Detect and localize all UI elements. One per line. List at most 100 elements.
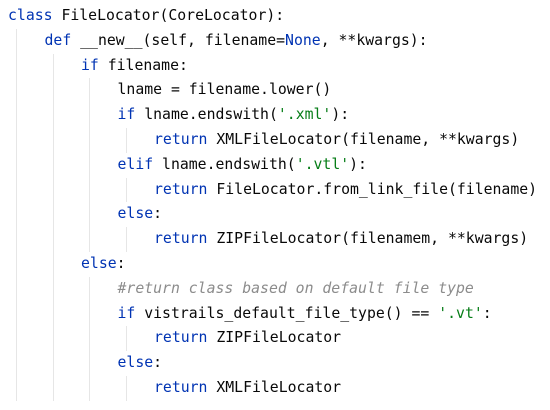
code-line[interactable]: def __new__(self, filename=None, **kwarg… — [0, 28, 550, 54]
indent-guide — [89, 78, 90, 104]
code-line[interactable]: #return class based on default file type — [0, 276, 550, 302]
code-line[interactable]: elif lname.endswith('.vtl'): — [0, 152, 550, 178]
indent-guide — [89, 301, 90, 327]
indent-guide — [125, 375, 127, 401]
code-line[interactable]: lname = filename.lower() — [0, 78, 550, 104]
indent-guide — [16, 326, 17, 352]
code-token: ZIPFileLocator(filenamem, **kwargs) — [207, 230, 529, 248]
code-token: : — [116, 254, 126, 272]
code-line[interactable]: if lname.endswith('.xml'): — [0, 103, 550, 128]
indent-guide — [89, 127, 90, 153]
code-line[interactable]: return ZIPFileLocator(filenamem, **kwarg… — [0, 227, 550, 252]
indent-guide — [16, 276, 17, 302]
code-token: lname.endswith( — [135, 106, 278, 124]
code-token: ): — [349, 155, 367, 173]
keyword-token: if — [81, 56, 99, 74]
indent-guide — [16, 127, 17, 153]
code-line[interactable]: if vistrails_default_file_type() == '.vt… — [0, 301, 550, 327]
comment-token: #return class based on default file type — [117, 279, 474, 297]
indent-guide — [52, 152, 54, 178]
indent-guide — [16, 103, 17, 128]
indent-guide — [89, 227, 90, 252]
indent-guide — [125, 127, 127, 153]
code-token: XMLFileLocator(filename, **kwargs) — [207, 130, 520, 148]
indent-guide — [52, 276, 54, 302]
code-token: lname.endswith( — [153, 155, 296, 173]
keyword-token: if — [117, 106, 136, 124]
indent-guide — [52, 351, 54, 376]
code-token: ZIPFileLocator — [207, 329, 342, 347]
code-token: vistrails_default_file_type() == — [135, 304, 439, 322]
code-line[interactable]: return FileLocator.from_link_file(filena… — [0, 177, 550, 203]
keyword-token: None — [285, 31, 321, 49]
keyword-token: else — [117, 205, 154, 223]
keyword-token: return — [154, 230, 208, 248]
keyword-token: return — [154, 378, 208, 396]
indent-guide — [89, 202, 90, 228]
indent-guide — [125, 177, 127, 203]
code-line[interactable]: else: — [0, 251, 550, 277]
indent-guide — [89, 351, 90, 376]
indent-guide — [16, 202, 17, 228]
indent-guide — [52, 53, 54, 79]
keyword-token: else — [81, 254, 117, 272]
indent-guide — [52, 78, 54, 104]
string-token: '.vt' — [438, 304, 483, 322]
indent-guide — [16, 251, 17, 277]
indent-guide — [52, 127, 54, 153]
indent-guide — [16, 28, 17, 54]
indent-guide — [16, 301, 17, 327]
indent-guide — [16, 227, 17, 252]
keyword-token: class — [8, 7, 53, 24]
indent-guide — [125, 227, 127, 252]
indent-guide — [125, 326, 127, 352]
code-token: , **kwargs): — [320, 31, 428, 49]
indent-guide — [89, 326, 90, 352]
keyword-token: return — [154, 180, 208, 198]
indent-guide — [16, 152, 17, 178]
code-line[interactable]: if filename: — [0, 53, 550, 79]
indent-guide — [89, 375, 90, 401]
code-token: ): — [331, 106, 350, 124]
indent-guide — [52, 375, 54, 401]
keyword-token: return — [154, 130, 208, 148]
indent-guide — [16, 177, 17, 203]
indent-guide — [52, 251, 54, 277]
code-line[interactable]: class FileLocator(CoreLocator): — [0, 4, 550, 29]
indent-guide — [52, 301, 54, 327]
code-token: XMLFileLocator — [207, 378, 342, 396]
indent-guide — [16, 375, 17, 401]
code-token: lname = filename.lower() — [117, 81, 332, 99]
indent-guide — [52, 177, 54, 203]
indent-guide — [89, 152, 90, 178]
code-line[interactable]: else: — [0, 351, 550, 376]
indent-guide — [16, 53, 17, 79]
keyword-token: else — [117, 354, 154, 372]
code-line[interactable]: return ZIPFileLocator — [0, 326, 550, 352]
code-token: : — [153, 354, 163, 372]
code-token: FileLocator(CoreLocator): — [52, 7, 285, 24]
code-line[interactable]: return XMLFileLocator(filename, **kwargs… — [0, 127, 550, 153]
code-token: : — [153, 205, 163, 223]
code-line[interactable]: return XMLFileLocator — [0, 375, 550, 401]
indent-guide — [89, 177, 90, 203]
code-token: : — [482, 304, 492, 322]
code-line[interactable]: else: — [0, 202, 550, 228]
indent-guide — [16, 351, 17, 376]
keyword-token: def — [44, 31, 72, 49]
indent-guide — [89, 103, 90, 128]
keyword-token: if — [117, 304, 136, 322]
code-token: __new__(self, filename= — [71, 31, 286, 49]
keyword-token: return — [154, 329, 208, 347]
string-token: '.vtl' — [295, 155, 350, 173]
keyword-token: elif — [117, 155, 154, 173]
indent-guide — [89, 276, 90, 302]
code-token: filename: — [98, 56, 188, 74]
indent-guide — [52, 227, 54, 252]
indent-guide — [52, 103, 54, 128]
indent-guide — [52, 202, 54, 228]
code-token: FileLocator.from_link_file(filename) — [207, 180, 538, 198]
string-token: '.xml' — [277, 106, 332, 124]
indent-guide — [52, 326, 54, 352]
